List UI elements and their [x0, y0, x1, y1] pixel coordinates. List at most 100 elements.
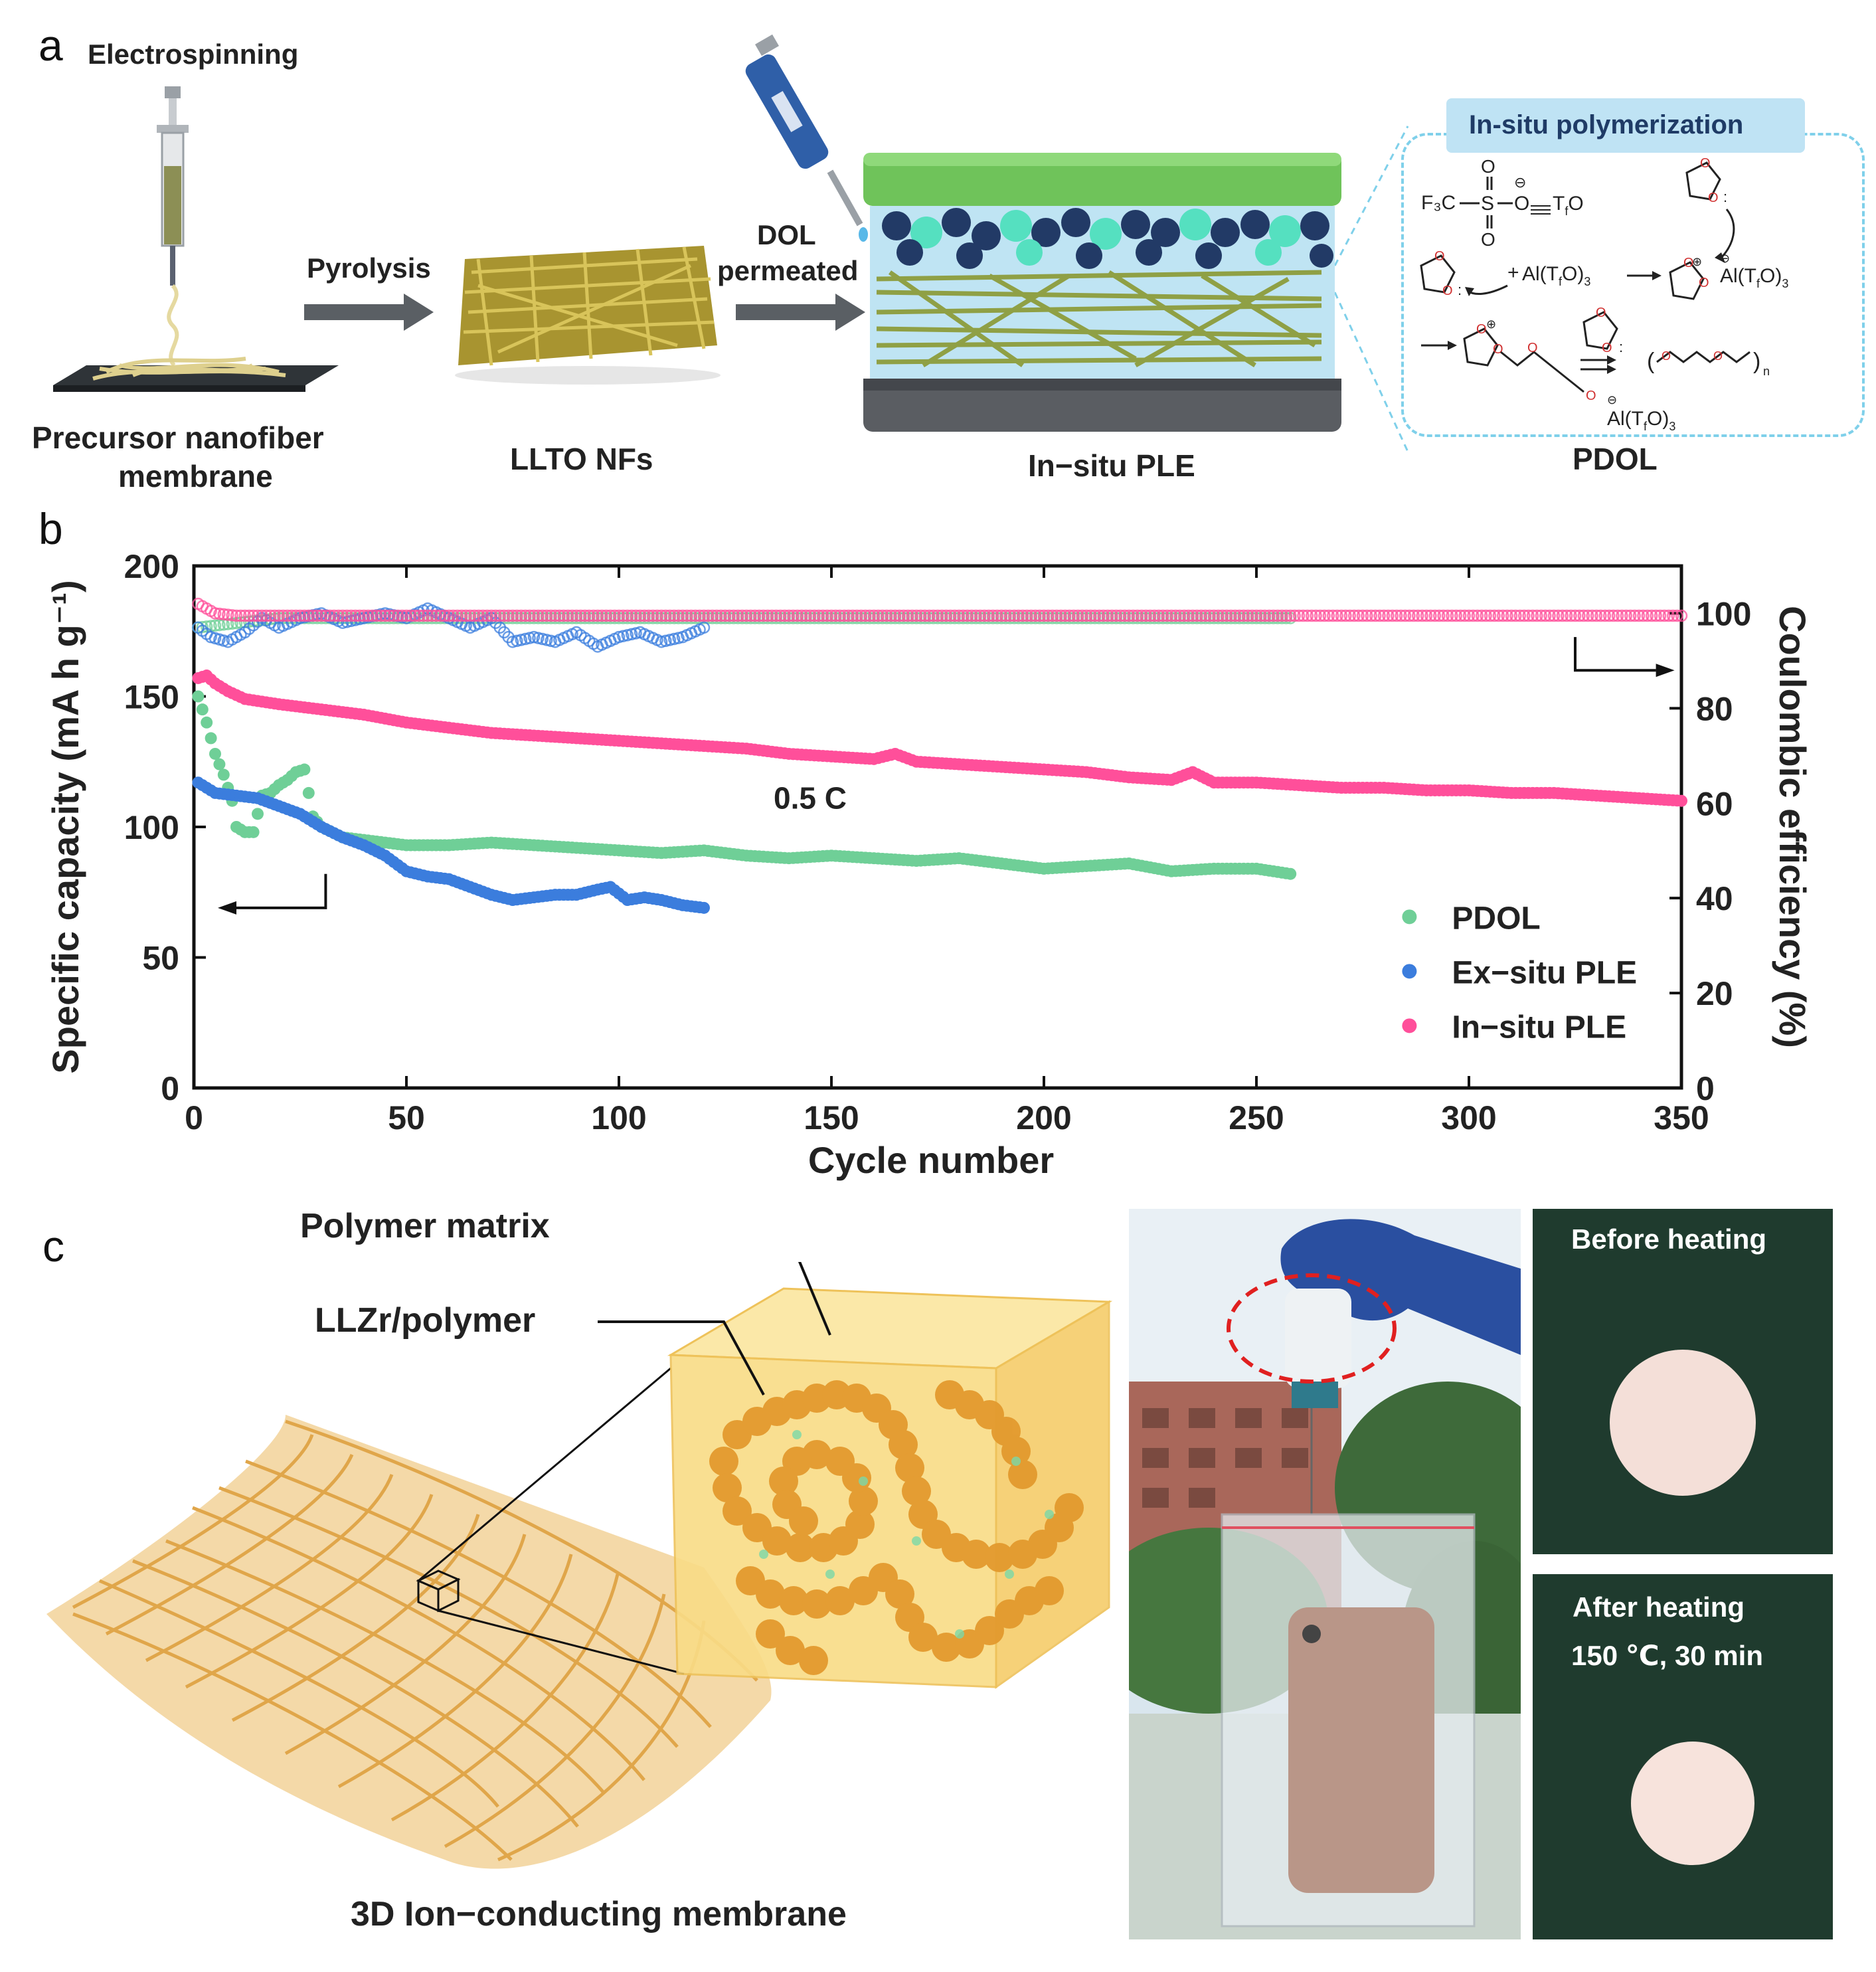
data-point	[816, 609, 829, 622]
data-point	[1446, 609, 1458, 622]
data-point	[667, 609, 681, 622]
data-point	[621, 609, 634, 622]
data-point	[1101, 609, 1114, 622]
membrane-label: 3D Ion−conducting membrane	[351, 1895, 847, 1933]
insitu-ple-cell-illustration	[863, 153, 1341, 432]
data-point	[889, 609, 902, 622]
svg-text::: :	[1619, 339, 1623, 355]
data-point	[689, 609, 702, 622]
data-point	[383, 609, 396, 622]
data-point	[1462, 609, 1476, 622]
data-point	[1267, 609, 1280, 622]
data-point	[1173, 609, 1187, 622]
data-point	[748, 609, 762, 622]
data-point	[426, 609, 438, 622]
data-point	[672, 609, 685, 622]
data-point	[1140, 609, 1152, 622]
data-point	[723, 609, 736, 622]
data-point	[1229, 609, 1242, 622]
data-point	[430, 609, 443, 622]
legend-marker	[1402, 964, 1417, 979]
after-heating-photo: After heating 150 ℃, 30 min	[1533, 1574, 1833, 1939]
data-point	[1237, 609, 1250, 622]
data-point	[600, 609, 613, 622]
svg-text:O: O	[1596, 306, 1606, 320]
svg-text:O: O	[1493, 342, 1503, 357]
y-axis-label: Specific capacity (mA h g⁻¹)	[44, 580, 86, 1073]
n-label: n	[1763, 365, 1770, 378]
data-point	[837, 609, 851, 622]
data-point	[1369, 609, 1382, 622]
svg-text:O: O	[1476, 322, 1487, 337]
data-point	[1182, 609, 1195, 622]
data-point	[1628, 609, 1641, 622]
data-point	[1339, 609, 1352, 622]
data-point	[1611, 609, 1624, 622]
data-point	[1552, 609, 1565, 622]
data-point	[1055, 609, 1067, 622]
data-point	[795, 609, 808, 622]
data-point	[914, 609, 927, 622]
data-point	[940, 609, 953, 622]
legend-label: Ex−situ PLE	[1452, 955, 1637, 990]
y-tick-label: 0	[161, 1070, 179, 1107]
svg-text:(: (	[1647, 349, 1655, 374]
zoom-connector	[1335, 126, 1409, 452]
legend-label: PDOL	[1452, 901, 1540, 936]
data-point	[808, 609, 821, 622]
data-point	[1598, 609, 1612, 622]
data-point	[493, 609, 507, 622]
data-point	[612, 609, 626, 622]
x-tick-label: 350	[1654, 1099, 1709, 1136]
legend-marker	[1402, 1018, 1417, 1033]
data-point	[651, 609, 663, 622]
data-point	[1029, 609, 1042, 622]
data-point	[196, 703, 209, 716]
data-point	[1080, 609, 1093, 622]
data-point	[1484, 609, 1497, 622]
data-point	[897, 609, 910, 622]
data-point	[1003, 609, 1017, 622]
data-point	[532, 609, 545, 622]
data-point	[1199, 609, 1212, 622]
data-point	[1246, 609, 1258, 622]
data-point	[311, 609, 323, 622]
plus-label: +	[1507, 262, 1519, 284]
data-point	[1671, 609, 1683, 622]
data-point	[1509, 609, 1522, 622]
dol-label-line1: DOL	[757, 219, 816, 250]
data-point	[1505, 609, 1518, 622]
data-point	[1501, 609, 1513, 622]
data-point	[1191, 609, 1203, 622]
svg-text:O: O	[1586, 389, 1596, 403]
data-point	[1331, 609, 1343, 622]
data-point	[774, 609, 787, 622]
data-point	[855, 609, 868, 622]
data-point	[349, 609, 362, 622]
svg-text:O: O	[1481, 229, 1495, 250]
data-point	[247, 609, 260, 622]
data-point	[587, 609, 600, 622]
data-point	[1607, 609, 1620, 622]
data-point	[408, 609, 422, 622]
data-point	[1148, 609, 1161, 622]
data-point	[1531, 609, 1543, 622]
data-point	[1594, 609, 1607, 622]
data-point	[506, 609, 519, 622]
data-point	[1403, 609, 1416, 622]
sample-disc-before	[1610, 1350, 1756, 1496]
data-point	[464, 609, 477, 622]
data-point	[341, 609, 353, 622]
data-point	[366, 609, 379, 622]
data-point	[1420, 609, 1433, 622]
data-point	[481, 609, 493, 622]
data-point	[1076, 609, 1088, 622]
data-point	[502, 609, 515, 622]
y-tick-label: 200	[124, 548, 179, 585]
data-point	[217, 768, 230, 781]
y2-tick-label: 20	[1696, 975, 1733, 1012]
data-point	[485, 609, 498, 622]
data-point	[1513, 609, 1527, 622]
data-point	[731, 609, 744, 622]
data-point	[570, 609, 583, 622]
